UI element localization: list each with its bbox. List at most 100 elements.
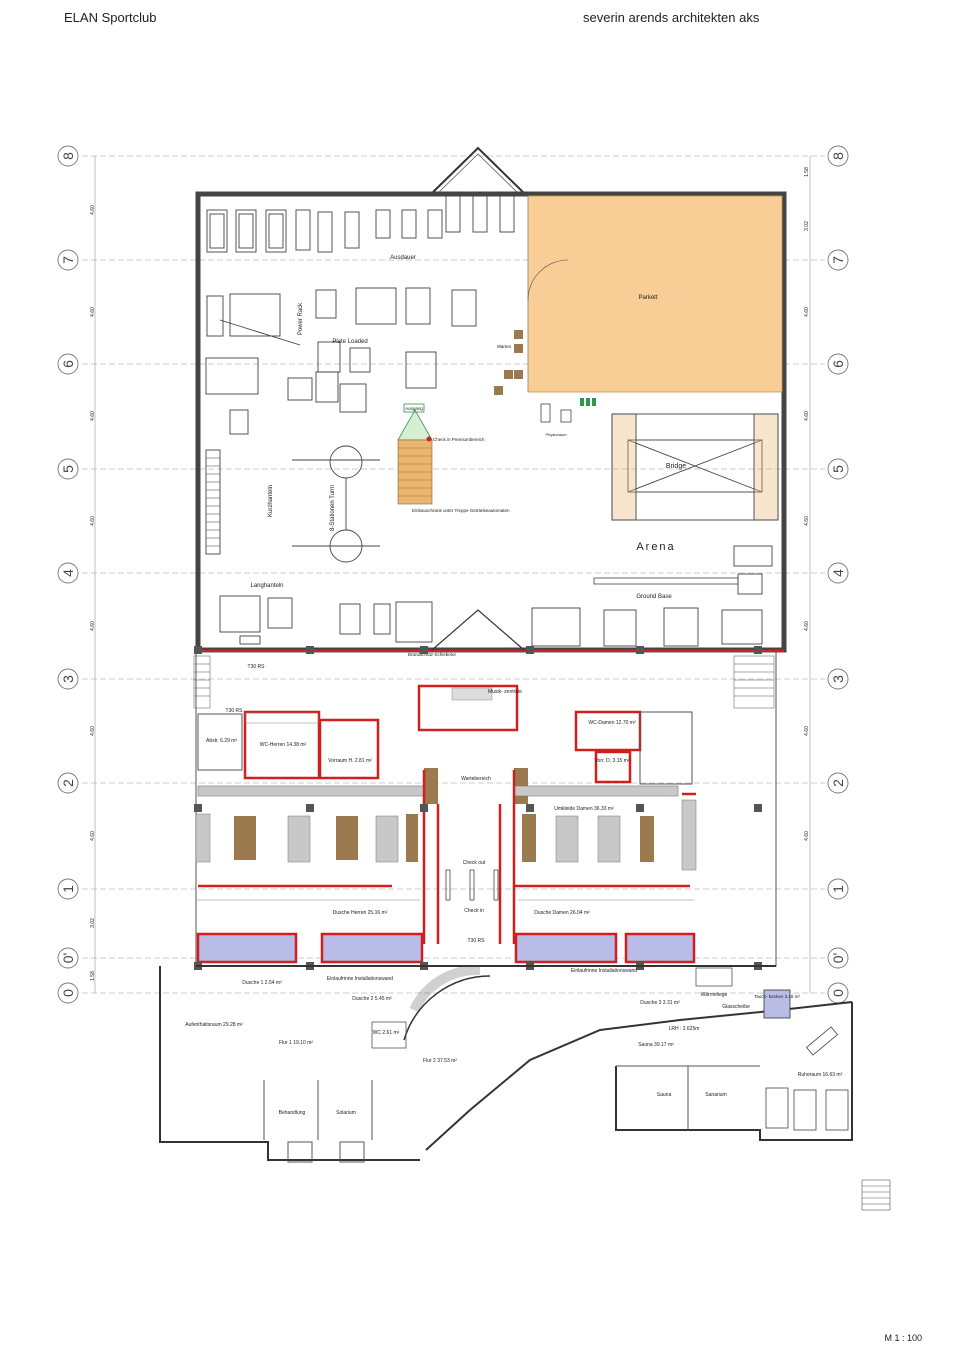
room-label-arena: Arena <box>636 541 675 553</box>
room-label-wartebereich: Wartebereich <box>461 776 491 782</box>
room-label-sanarium: Sanarium <box>705 1092 726 1098</box>
axis-label: 4 <box>60 569 76 577</box>
dim-label: 4.60 <box>804 621 810 631</box>
dim-label: 4.60 <box>90 205 96 215</box>
waiting-chairs <box>494 330 523 395</box>
room-label-behandlung: Behandlung <box>279 1110 306 1116</box>
dim-label: 3.02 <box>90 918 96 928</box>
physio-equipment <box>540 403 572 423</box>
wc-damen <box>574 710 642 752</box>
axis-label: 8 <box>830 152 846 160</box>
locker-band-right <box>513 785 679 797</box>
axis-label: 6 <box>60 360 76 368</box>
axis-label: 5 <box>60 465 76 473</box>
room-label-ausdauer: Ausdauer <box>390 255 416 261</box>
axis-label: 3 <box>60 675 76 683</box>
ground-base-machines <box>531 545 773 647</box>
room-label-musikzentrale: Musik- zentrale <box>488 689 522 695</box>
power-rack-equipment <box>205 287 477 435</box>
parkett-floor <box>527 195 783 393</box>
axis-labels-right: 8 7 6 5 4 3 2 1 0' 0 <box>830 152 846 997</box>
axis-label: 4 <box>830 569 846 577</box>
dim-label: 4.60 <box>90 516 96 526</box>
room-label-abstr: Abstr. 6.29 m² <box>206 738 237 744</box>
label-lrh: LRH : 2.625m <box>669 1026 700 1032</box>
axis-label: 0' <box>60 953 76 963</box>
axis-label: 6 <box>830 360 846 368</box>
room-label-langhanteln: Langhanteln <box>250 583 283 589</box>
lower-outline <box>159 965 853 1161</box>
room-label-dusche2: Dusche 2 5.45 m² <box>352 996 392 1002</box>
plunge-pool <box>763 989 791 1019</box>
shower-damen <box>514 932 618 964</box>
room-label-einlaufrinne-b: Einlaufrinne Installationswand <box>571 968 637 974</box>
room-label-waermeliege: Wärmeliege <box>701 992 728 998</box>
station-tower <box>292 445 380 563</box>
waiting-benches <box>424 768 528 804</box>
label-t30-b: T30 RS <box>226 708 244 714</box>
axis-label: 1 <box>60 885 76 893</box>
gable-outline <box>429 146 527 196</box>
vorraum-herren <box>318 718 380 780</box>
label-brandschutz: Brandschutz-Schiebetor <box>408 652 457 657</box>
axis-label: 2 <box>830 779 846 787</box>
vorraum-damen <box>594 750 632 784</box>
label-t30-a: T30 RS <box>248 664 266 670</box>
scale-label: M 1 : 100 <box>884 1333 922 1343</box>
room-label-wc-herren: WC-Herren 14.38 m² <box>260 742 307 748</box>
room-label-umkleide-damen: Umkleide Damen 36.33 m² <box>554 806 614 812</box>
lockers-right <box>555 799 697 871</box>
axis-label: 2 <box>60 779 76 787</box>
locker-band-left <box>197 785 425 797</box>
dim-label: 4.60 <box>90 831 96 841</box>
room-label-power-rack: Power Rack <box>298 302 304 335</box>
premium-stair-triangle <box>397 409 433 441</box>
label-check-out: Check out <box>463 860 486 866</box>
axis-label: 0 <box>60 989 76 997</box>
dim-label: 1.58 <box>90 971 96 981</box>
dumbbell-rack <box>205 449 221 555</box>
curved-stair <box>409 964 481 1013</box>
shower-herren-2 <box>320 932 424 964</box>
axis-label: 7 <box>60 256 76 264</box>
dim-label: 4.60 <box>804 411 810 421</box>
axis-label: 1 <box>830 885 846 893</box>
room-label-plate-loaded: Plate Loaded <box>332 339 367 345</box>
room-label-dusche-damen: Dusche Damen 26.04 m² <box>534 910 590 916</box>
dim-label: 4.60 <box>90 411 96 421</box>
axis-label: 3 <box>830 675 846 683</box>
room-label-sauna: Sauna <box>657 1092 672 1098</box>
room-label-sauna-big: Sauna 39.17 m² <box>638 1042 674 1048</box>
cardio-machines <box>295 191 515 253</box>
abstellraum <box>197 713 243 771</box>
music-room <box>417 684 519 732</box>
room-label-aufenthalt: Aufenthaltsraum 29.28 m² <box>185 1022 243 1028</box>
dim-label: 4.60 <box>90 726 96 736</box>
axis-label: 7 <box>830 256 846 264</box>
dim-label: 4.60 <box>804 726 810 736</box>
room-label-ausgang: Ausgang <box>405 406 423 411</box>
dim-label: 4.60 <box>804 307 810 317</box>
wc-room <box>371 1021 407 1049</box>
project-title: ELAN Sportclub <box>64 10 157 25</box>
axis-label: 5 <box>830 465 846 473</box>
axis-labels-left: 8 7 6 5 4 3 2 1 0' 0 <box>60 152 76 997</box>
dim-label: 1.58 <box>804 167 810 177</box>
room-label-wc: WC 2.61 m² <box>373 1030 400 1036</box>
dim-label: 4.60 <box>804 516 810 526</box>
axis-label: 0 <box>830 989 846 997</box>
benches-right <box>522 814 654 862</box>
benches-left <box>234 814 418 862</box>
room-label-dusche-herren: Dusche Herren 25.16 m² <box>333 910 388 916</box>
room-label-vorraum-h: Vorraum H. 2.81 m² <box>328 758 372 764</box>
room-label-parkett: Parkett <box>638 295 657 301</box>
axis-markers-left <box>57 145 79 1004</box>
room-label-bridge: Bridge <box>666 463 686 470</box>
room-label-turm: 8-Stationen Turm <box>330 485 336 531</box>
axis-label: 0' <box>830 953 846 963</box>
dim-label: 4.60 <box>90 307 96 317</box>
room-label-vorr-d: Vorr. D. 3.15 m² <box>594 758 629 764</box>
axis-grid <box>82 155 825 994</box>
room-label-einbauschrank: Einbauschrank unter Treppe Getränkeautom… <box>412 508 510 513</box>
